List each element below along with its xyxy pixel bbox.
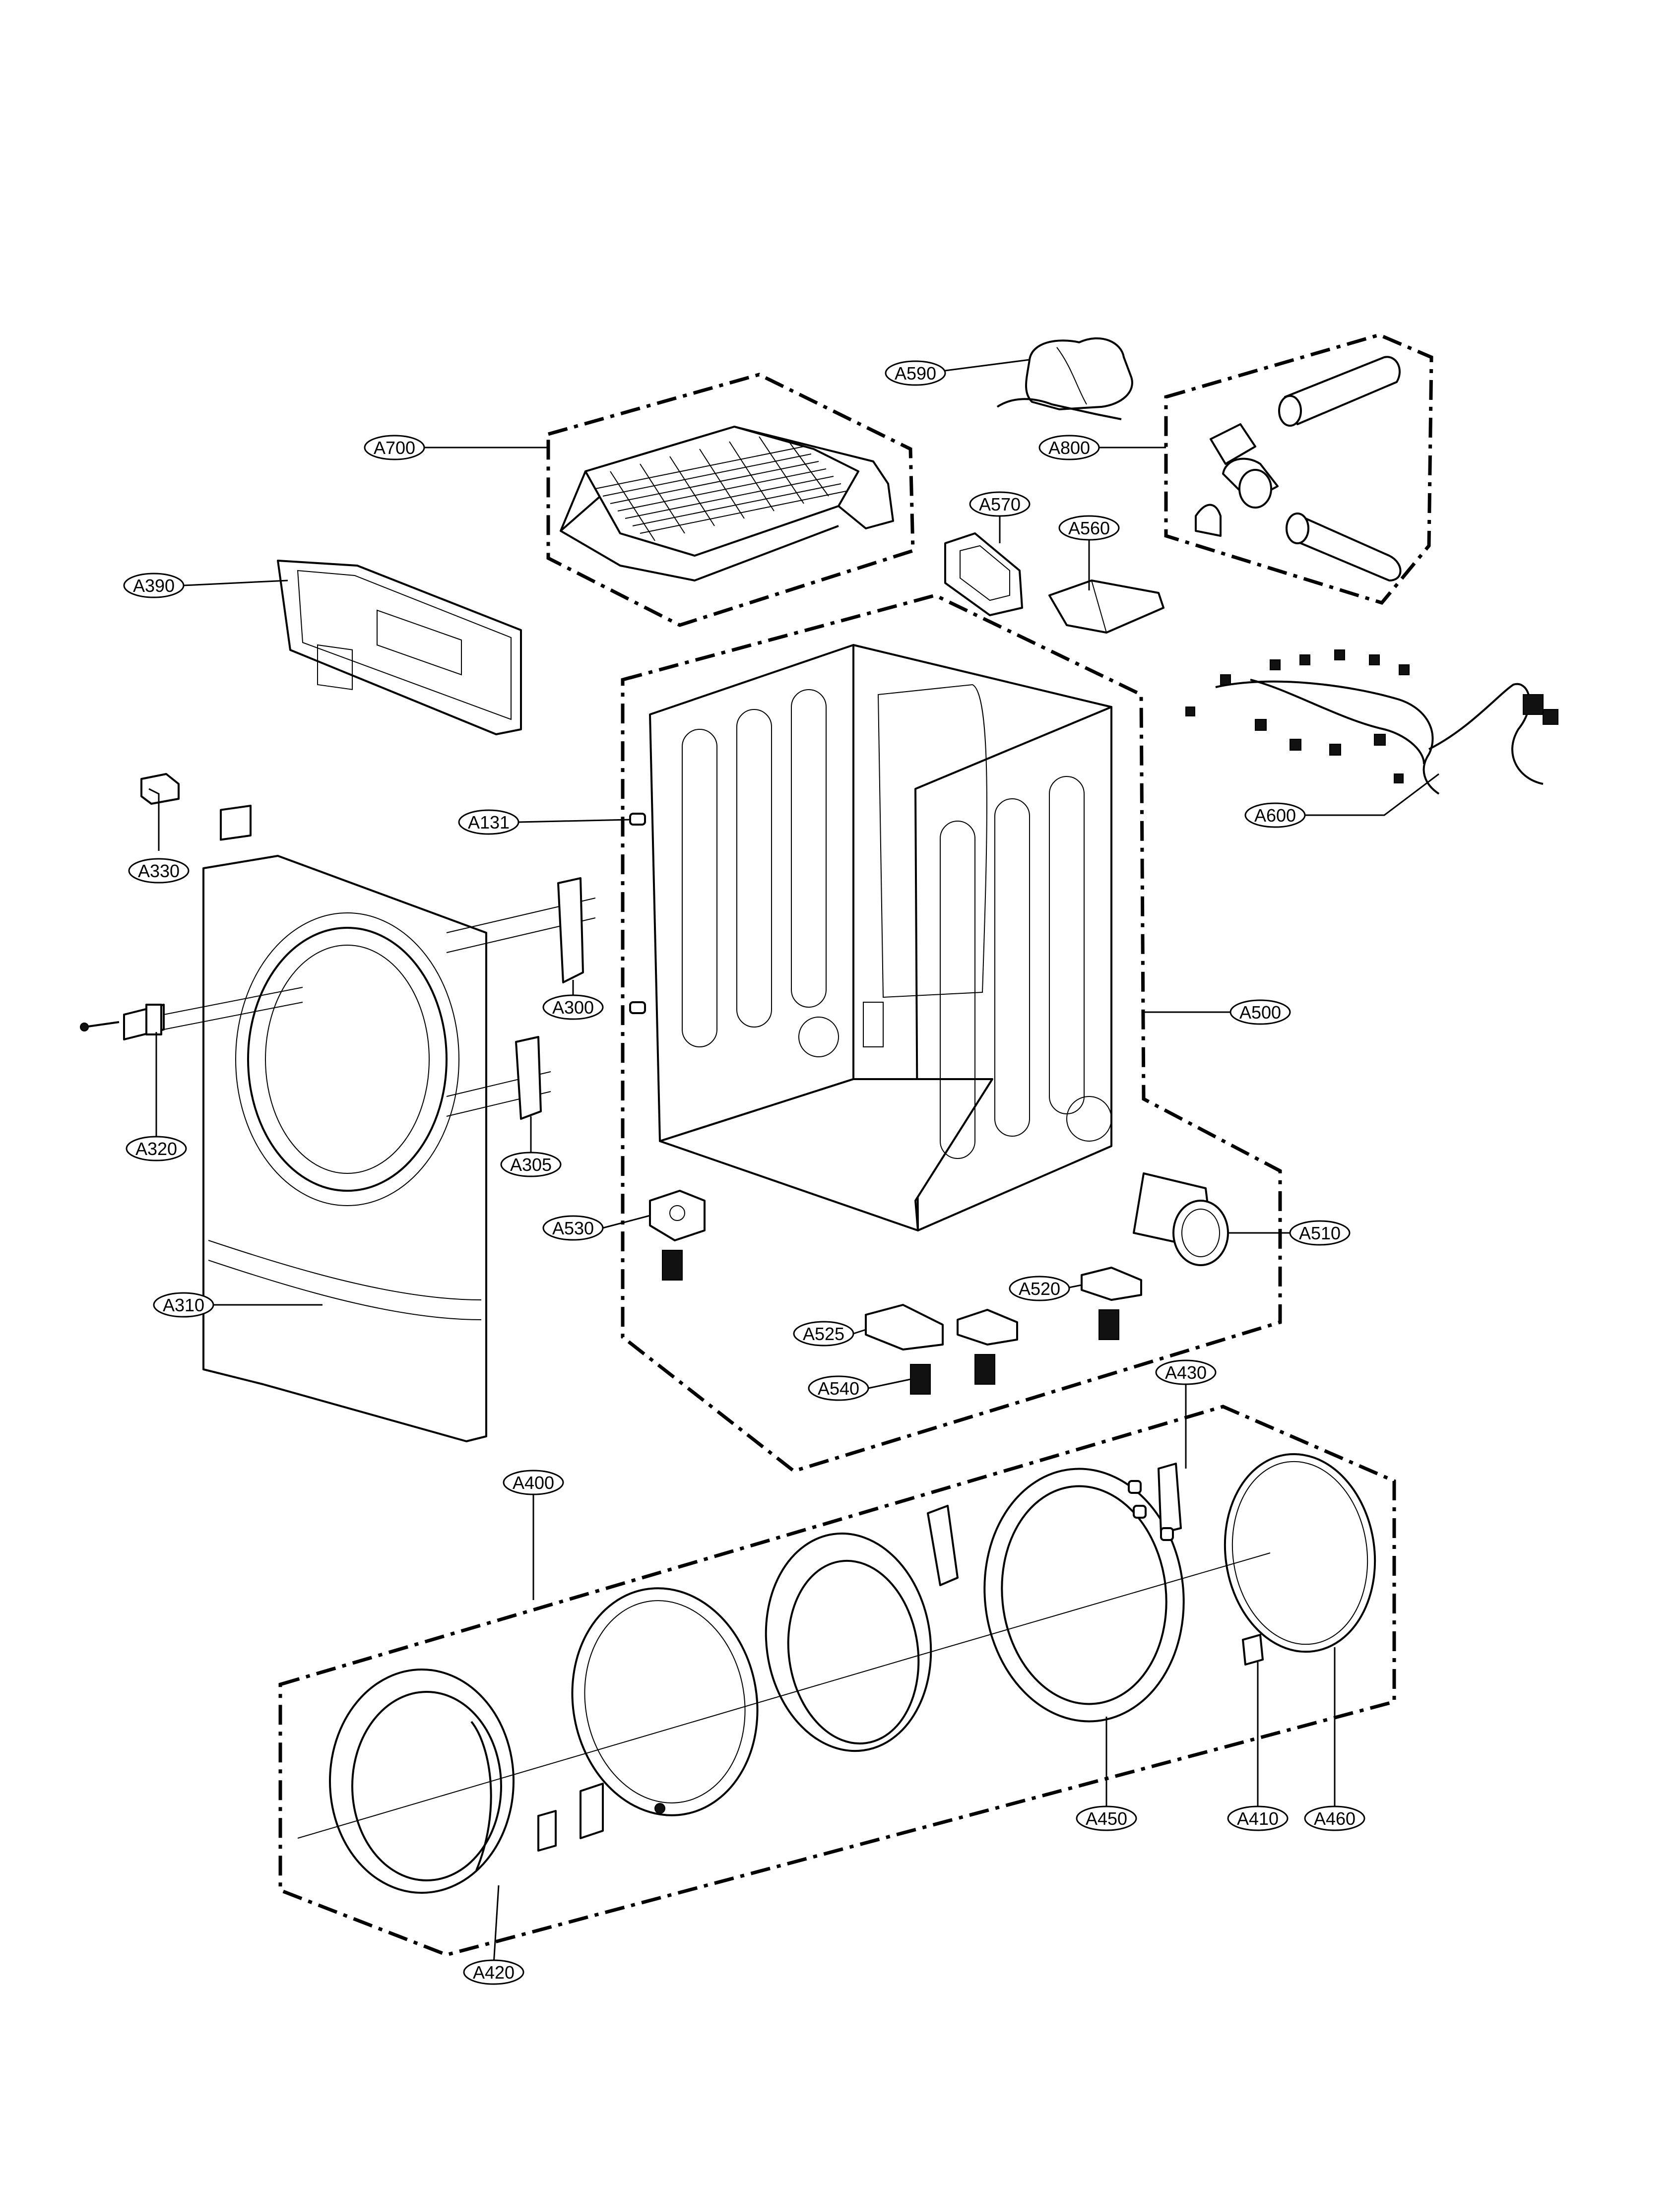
callout-a410[interactable]: A410 [1227, 1805, 1289, 1831]
callout-a460[interactable]: A460 [1304, 1805, 1365, 1831]
callout-a600[interactable]: A600 [1244, 802, 1306, 828]
svg-text:A390: A390 [133, 576, 175, 596]
svg-text:A525: A525 [803, 1324, 844, 1344]
group-outlines [278, 333, 1433, 1957]
front-panel-part [202, 805, 487, 1442]
hinge-parts [80, 877, 596, 1120]
callout-a700[interactable]: A700 [364, 435, 425, 460]
callout-a530[interactable]: A530 [542, 1215, 604, 1241]
leader-lines [148, 359, 1439, 1965]
callout-a525[interactable]: A525 [793, 1321, 854, 1347]
svg-text:A450: A450 [1086, 1808, 1127, 1829]
svg-text:A570: A570 [979, 494, 1021, 514]
callout-labels: A700 A590 A800 A570 A560 A390 A600 A131 [123, 360, 1365, 1985]
callout-a540[interactable]: A540 [808, 1375, 869, 1401]
door-group-outline [278, 1405, 1396, 1957]
svg-text:A800: A800 [1048, 438, 1090, 458]
callout-a590[interactable]: A590 [885, 360, 946, 386]
svg-text:A320: A320 [135, 1139, 177, 1159]
callout-a510[interactable]: A510 [1289, 1220, 1351, 1246]
svg-text:A460: A460 [1314, 1808, 1356, 1829]
callout-a570[interactable]: A570 [969, 491, 1031, 517]
svg-text:A510: A510 [1299, 1223, 1341, 1243]
svg-text:A420: A420 [473, 1962, 515, 1983]
callout-a520[interactable]: A520 [1009, 1276, 1070, 1301]
cabinet-part [649, 644, 1112, 1231]
callout-a131[interactable]: A131 [458, 809, 519, 835]
leveling-feet-parts [649, 1190, 1142, 1395]
svg-text:A310: A310 [163, 1295, 204, 1315]
duct-group-outline [1164, 333, 1433, 605]
callout-a400[interactable]: A400 [503, 1470, 564, 1495]
svg-text:A590: A590 [895, 363, 936, 384]
wire-harness-part [1185, 649, 1558, 795]
callout-a310[interactable]: A310 [153, 1292, 214, 1318]
callout-a560[interactable]: A560 [1058, 515, 1120, 541]
svg-text:A400: A400 [513, 1473, 554, 1493]
svg-text:A700: A700 [374, 438, 415, 458]
svg-text:A305: A305 [510, 1155, 552, 1175]
exhaust-duct-part [1195, 356, 1402, 581]
cabinet-group-outline [621, 593, 1282, 1473]
svg-text:A430: A430 [1165, 1362, 1207, 1383]
switch-part [140, 773, 180, 805]
svg-text:A300: A300 [552, 997, 594, 1018]
svg-text:A500: A500 [1239, 1002, 1281, 1023]
duct-cover-part [996, 337, 1133, 420]
callout-a420[interactable]: A420 [463, 1959, 524, 1985]
duct-chute-part [1048, 579, 1164, 634]
callout-a390[interactable]: A390 [123, 573, 185, 598]
vent-tube-part [1133, 1172, 1229, 1266]
back-panel-part [277, 560, 522, 735]
dispenser-group-outline [546, 373, 915, 627]
callout-a320[interactable]: A320 [126, 1136, 187, 1161]
svg-text:A530: A530 [552, 1218, 594, 1238]
callout-a330[interactable]: A330 [128, 858, 190, 884]
dispenser-rack-part [560, 426, 894, 581]
svg-text:A330: A330 [138, 861, 180, 881]
svg-text:A600: A600 [1254, 805, 1296, 826]
callout-a500[interactable]: A500 [1229, 999, 1291, 1025]
callout-a800[interactable]: A800 [1038, 435, 1100, 460]
svg-text:A410: A410 [1237, 1808, 1279, 1829]
svg-text:A540: A540 [818, 1378, 859, 1399]
svg-text:A520: A520 [1019, 1279, 1060, 1299]
callout-a430[interactable]: A430 [1155, 1359, 1217, 1385]
bracket-plate-part [944, 532, 1023, 616]
clip-part [629, 813, 646, 1014]
callout-a450[interactable]: A450 [1076, 1805, 1137, 1831]
callout-a300[interactable]: A300 [542, 994, 604, 1020]
svg-text:A560: A560 [1068, 518, 1110, 538]
door-assembly-parts [297, 1453, 1376, 1894]
callout-a305[interactable]: A305 [500, 1152, 562, 1177]
svg-text:A131: A131 [468, 812, 510, 833]
